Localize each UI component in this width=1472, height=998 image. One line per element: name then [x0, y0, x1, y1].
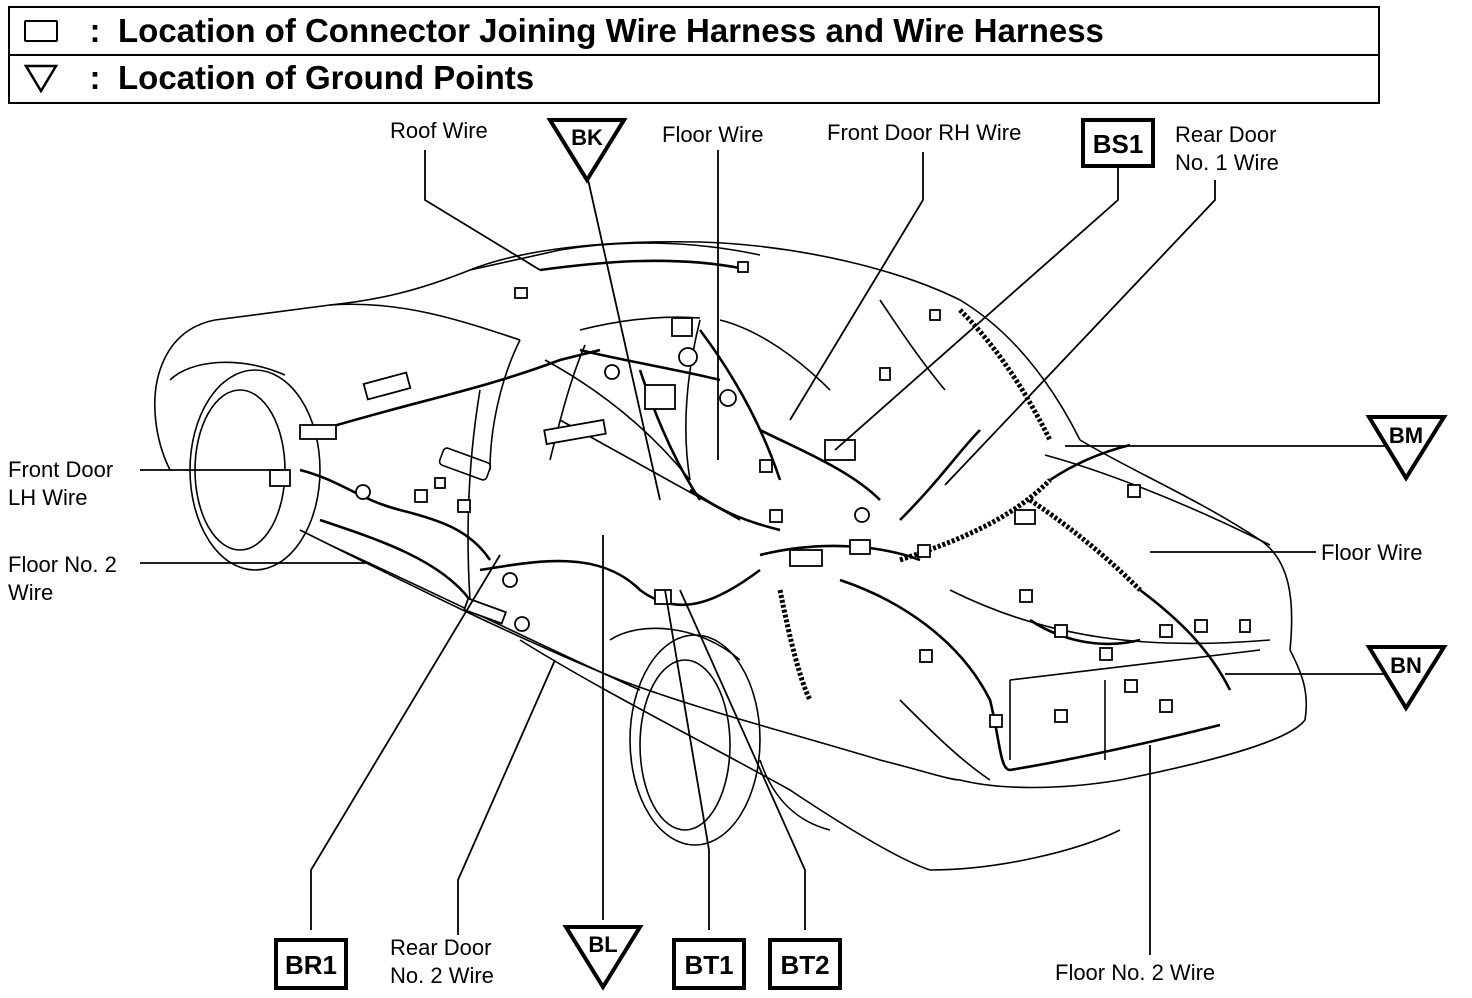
ground-bl: BL: [562, 925, 644, 991]
label-front-door-rh-wire: Front Door RH Wire: [827, 120, 1021, 145]
label-floor-no2-bottom: Floor No. 2 Wire: [1055, 960, 1215, 985]
legend-row-connector: : Location of Connector Joining Wire Har…: [10, 8, 1378, 56]
car-body: [154, 240, 1308, 871]
legend-connector-text: Location of Connector Joining Wire Harne…: [118, 12, 1104, 49]
connector-bt1-code: BT1: [684, 950, 733, 980]
legend-colon: :: [89, 59, 101, 96]
connector-br1-code: BR1: [285, 950, 337, 980]
label-front-door-lh-line1: Front Door: [8, 457, 113, 482]
connector-bt2-code: BT2: [780, 950, 829, 980]
leader-lines: [140, 150, 1390, 955]
label-rear-door-no2-line1: Rear Door: [390, 935, 491, 960]
legend-colon: :: [89, 12, 101, 49]
connector-bt1: BT1: [672, 938, 746, 990]
label-front-door-lh-line2: LH Wire: [8, 485, 87, 510]
ground-bm: BM: [1365, 415, 1448, 482]
legend-ground-text: Location of Ground Points: [118, 59, 535, 96]
label-rear-door-no1-line1: Rear Door: [1175, 122, 1276, 147]
label-floor-no2-left-line1: Floor No. 2: [8, 552, 117, 577]
label-floor-wire-right: Floor Wire: [1321, 540, 1422, 565]
label-floor-no2-left-line2: Wire: [8, 580, 53, 605]
wire-harness: [299, 259, 1232, 772]
connector-bt2: BT2: [768, 938, 842, 990]
legend-box: : Location of Connector Joining Wire Har…: [8, 6, 1380, 104]
label-rear-door-no2-line2: No. 2 Wire: [390, 963, 494, 988]
connector-br1: BR1: [274, 938, 348, 990]
label-roof-wire: Roof Wire: [390, 118, 488, 143]
front-wheel: [169, 361, 321, 571]
connector-blocks: [269, 261, 1251, 728]
label-rear-door-no1-line2: No. 1 Wire: [1175, 150, 1279, 175]
ground-bn-code: BN: [1390, 653, 1422, 678]
label-floor-wire-top: Floor Wire: [662, 122, 763, 147]
ground-triangle-icon: [23, 64, 59, 93]
ground-bk-code: BK: [571, 125, 603, 150]
connector-box-icon: [24, 20, 58, 42]
ground-bm-code: BM: [1389, 423, 1423, 448]
connector-bs1-code: BS1: [1093, 129, 1144, 159]
ground-bk: BK: [546, 118, 628, 184]
connector-bs1: BS1: [1081, 118, 1155, 168]
ground-bl-code: BL: [588, 932, 617, 957]
legend-row-ground: : Location of Ground Points: [10, 55, 1378, 101]
ground-bn: BN: [1365, 645, 1448, 712]
